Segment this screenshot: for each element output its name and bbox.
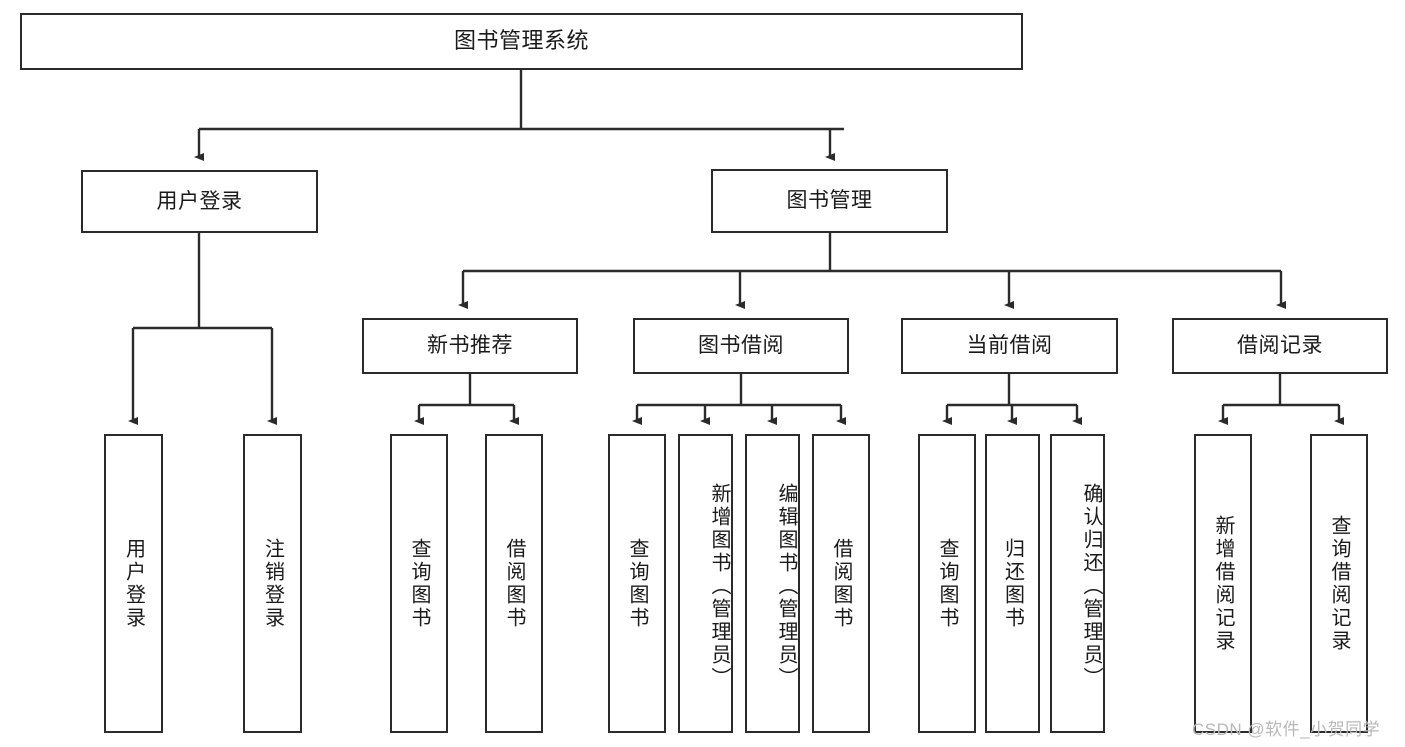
leaf-query-book-current[interactable]: 查询图书 xyxy=(918,434,976,733)
leaf-confirm-return-admin[interactable]: 确认归还（管理员） xyxy=(1050,434,1105,733)
node-root-label: 图书管理系统 xyxy=(453,28,589,54)
leaf-user-login[interactable]: 用户登录 xyxy=(104,434,163,733)
leaf-return-book[interactable]: 归还图书 xyxy=(985,434,1040,733)
leaf-user-login-label: 用户登录 xyxy=(122,537,145,630)
leaf-add-borrow-record-label: 新增借阅记录 xyxy=(1212,514,1234,653)
node-user-login[interactable]: 用户登录 xyxy=(81,170,318,233)
leaf-logout-login-label: 注销登录 xyxy=(261,537,284,630)
node-current-borrow-label: 当前借阅 xyxy=(966,334,1053,358)
leaf-edit-book-admin-label: 编辑图书（管理员） xyxy=(775,483,797,690)
node-book-manage[interactable]: 图书管理 xyxy=(711,169,948,233)
leaf-query-book-recommend[interactable]: 查询图书 xyxy=(390,434,448,733)
leaf-confirm-return-admin-label: 确认归还（管理员） xyxy=(1080,483,1102,690)
leaf-query-borrow-record-label: 查询借阅记录 xyxy=(1328,514,1350,653)
leaf-query-borrow-record[interactable]: 查询借阅记录 xyxy=(1310,434,1368,733)
node-current-borrow[interactable]: 当前借阅 xyxy=(901,318,1118,374)
node-borrow-record[interactable]: 借阅记录 xyxy=(1172,318,1388,374)
leaf-query-book-recommend-label: 查询图书 xyxy=(408,537,430,630)
csdn-watermark: CSDN @软件_小贺同学 xyxy=(1192,720,1381,739)
node-new-book-recommend-label: 新书推荐 xyxy=(427,334,513,358)
leaf-borrow-book-borrow-label: 借阅图书 xyxy=(830,537,852,630)
leaf-add-borrow-record[interactable]: 新增借阅记录 xyxy=(1194,434,1252,733)
node-borrow-record-label: 借阅记录 xyxy=(1237,334,1323,358)
node-user-login-label: 用户登录 xyxy=(156,189,243,213)
node-new-book-recommend[interactable]: 新书推荐 xyxy=(362,318,578,374)
leaf-add-book-admin[interactable]: 新增图书（管理员） xyxy=(678,434,733,733)
leaf-query-book-borrow[interactable]: 查询图书 xyxy=(608,434,666,733)
node-root[interactable]: 图书管理系统 xyxy=(20,13,1023,70)
leaf-add-book-admin-label: 新增图书（管理员） xyxy=(708,483,730,690)
leaf-borrow-book-recommend[interactable]: 借阅图书 xyxy=(485,434,543,733)
leaf-edit-book-admin[interactable]: 编辑图书（管理员） xyxy=(745,434,800,733)
node-book-borrow[interactable]: 图书借阅 xyxy=(633,318,849,374)
leaf-query-book-borrow-label: 查询图书 xyxy=(626,537,648,630)
node-book-manage-label: 图书管理 xyxy=(786,189,873,213)
leaf-logout-login[interactable]: 注销登录 xyxy=(243,434,302,733)
leaf-query-book-current-label: 查询图书 xyxy=(936,537,958,630)
leaf-borrow-book-borrow[interactable]: 借阅图书 xyxy=(812,434,870,733)
leaf-borrow-book-recommend-label: 借阅图书 xyxy=(503,537,525,630)
node-book-borrow-label: 图书借阅 xyxy=(698,334,784,358)
leaf-return-book-label: 归还图书 xyxy=(1001,537,1024,630)
